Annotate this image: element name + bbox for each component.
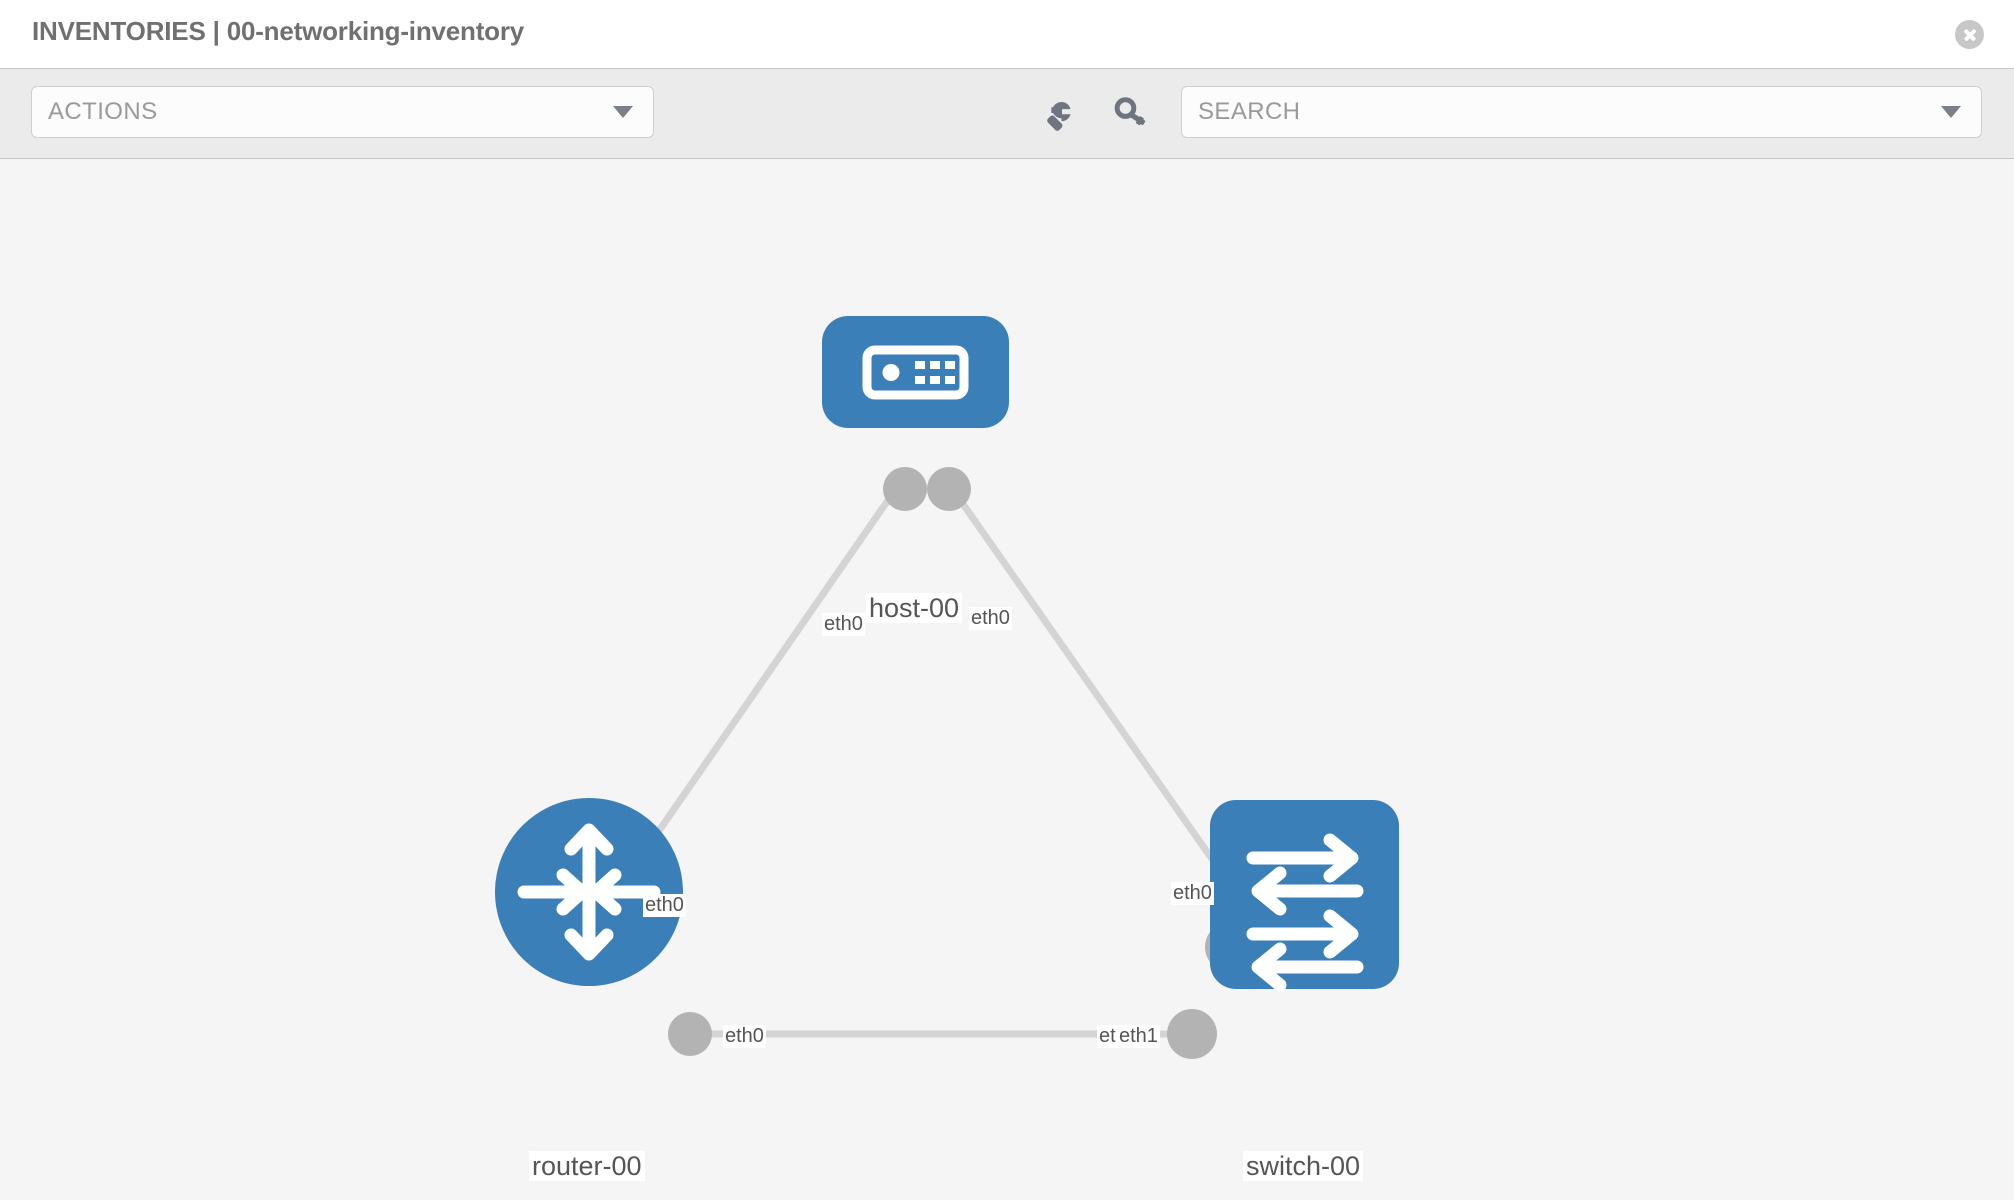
switch-arrows-icon [1246,833,1364,992]
toolbar: ACTIONS SEARCH [0,68,2014,159]
node-router-00 [495,798,683,986]
iface-label-switch-uplink: eth0 [1171,882,1214,905]
wrench-icon[interactable] [1045,95,1083,133]
iface-label-host-right: eth0 [969,607,1012,630]
chevron-down-icon [613,106,633,118]
search-input[interactable]: SEARCH [1181,86,1982,138]
server-icon [862,345,969,400]
node-label-host-00: host-00 [866,593,963,624]
actions-dropdown[interactable]: ACTIONS [31,86,654,138]
page-header: INVENTORIES | 00-networking-inventory [0,0,2014,68]
endpoint-switch-west [1167,1009,1217,1059]
iface-label-host-left: eth0 [822,613,865,636]
search-placeholder: SEARCH [1198,98,1301,125]
link-host-switch [941,474,1215,862]
iface-label-switch-west: eth1 [1117,1025,1160,1048]
close-icon[interactable] [1955,20,1984,49]
interface-endpoint-layer [668,467,1255,1059]
topology-canvas[interactable]: eth0 eth0 eth0 eth0 eth0 eth0 eth1 host-… [0,159,2014,1200]
node-label-router-00: router-00 [529,1151,645,1182]
node-host-00 [822,316,1009,428]
actions-dropdown-label: ACTIONS [48,98,158,125]
key-icon[interactable] [1113,95,1151,133]
node-label-switch-00: switch-00 [1243,1151,1364,1182]
endpoint-router-east [668,1012,712,1056]
endpoint-host-left [883,467,927,511]
link-layer [633,474,1215,1038]
node-switch-00 [1210,800,1399,992]
link-host-router [633,475,907,866]
endpoint-host-right [927,467,971,511]
topology-graph[interactable] [0,159,2014,1200]
chevron-down-icon [1941,106,1961,118]
page-title: INVENTORIES | 00-networking-inventory [32,16,525,46]
iface-label-router-uplink: eth0 [643,894,686,917]
iface-label-router-east: eth0 [723,1025,766,1048]
router-arrows-icon [517,823,661,961]
